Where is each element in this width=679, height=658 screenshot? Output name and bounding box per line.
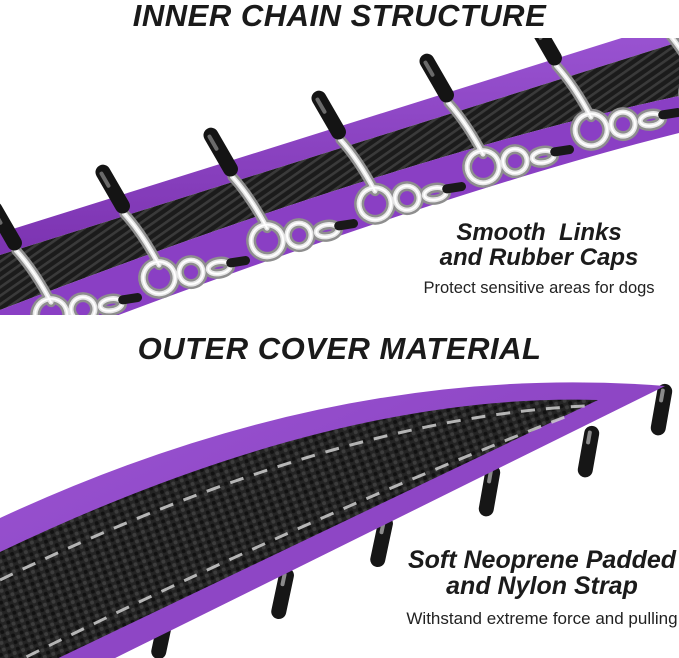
bottom-callout-description: Withstand extreme force and pulling: [406, 609, 678, 628]
reflective-stitch-top: [0, 404, 586, 582]
top-callout-heading-line2: and Rubber Caps: [439, 243, 639, 271]
strap-purple-top-edge: [0, 38, 679, 255]
top-callout-heading-line1: Smooth Links: [456, 219, 622, 246]
bottom-callout-heading-line2: and Nylon Strap: [446, 572, 638, 600]
top-callout: Smooth Links and Rubber Caps Protect sen…: [404, 219, 674, 298]
inner-chain-graphic: [0, 38, 679, 315]
strap-webbing: [0, 42, 679, 310]
inner-chain-photo: [0, 38, 679, 315]
top-callout-description: Protect sensitive areas for dogs: [423, 278, 655, 297]
top-section-title: INNER CHAIN STRUCTURE: [132, 0, 547, 33]
bottom-section-title: OUTER COVER MATERIAL: [137, 331, 542, 366]
reflective-stitch-bottom: [20, 413, 571, 658]
bottom-callout: Soft Neoprene Padded and Nylon Strap Wit…: [405, 547, 679, 629]
outer-cover-graphic: [0, 382, 674, 658]
outer-cover-photo: [0, 370, 679, 658]
bottom-callout-heading-line1: Soft Neoprene Padded: [407, 546, 677, 574]
